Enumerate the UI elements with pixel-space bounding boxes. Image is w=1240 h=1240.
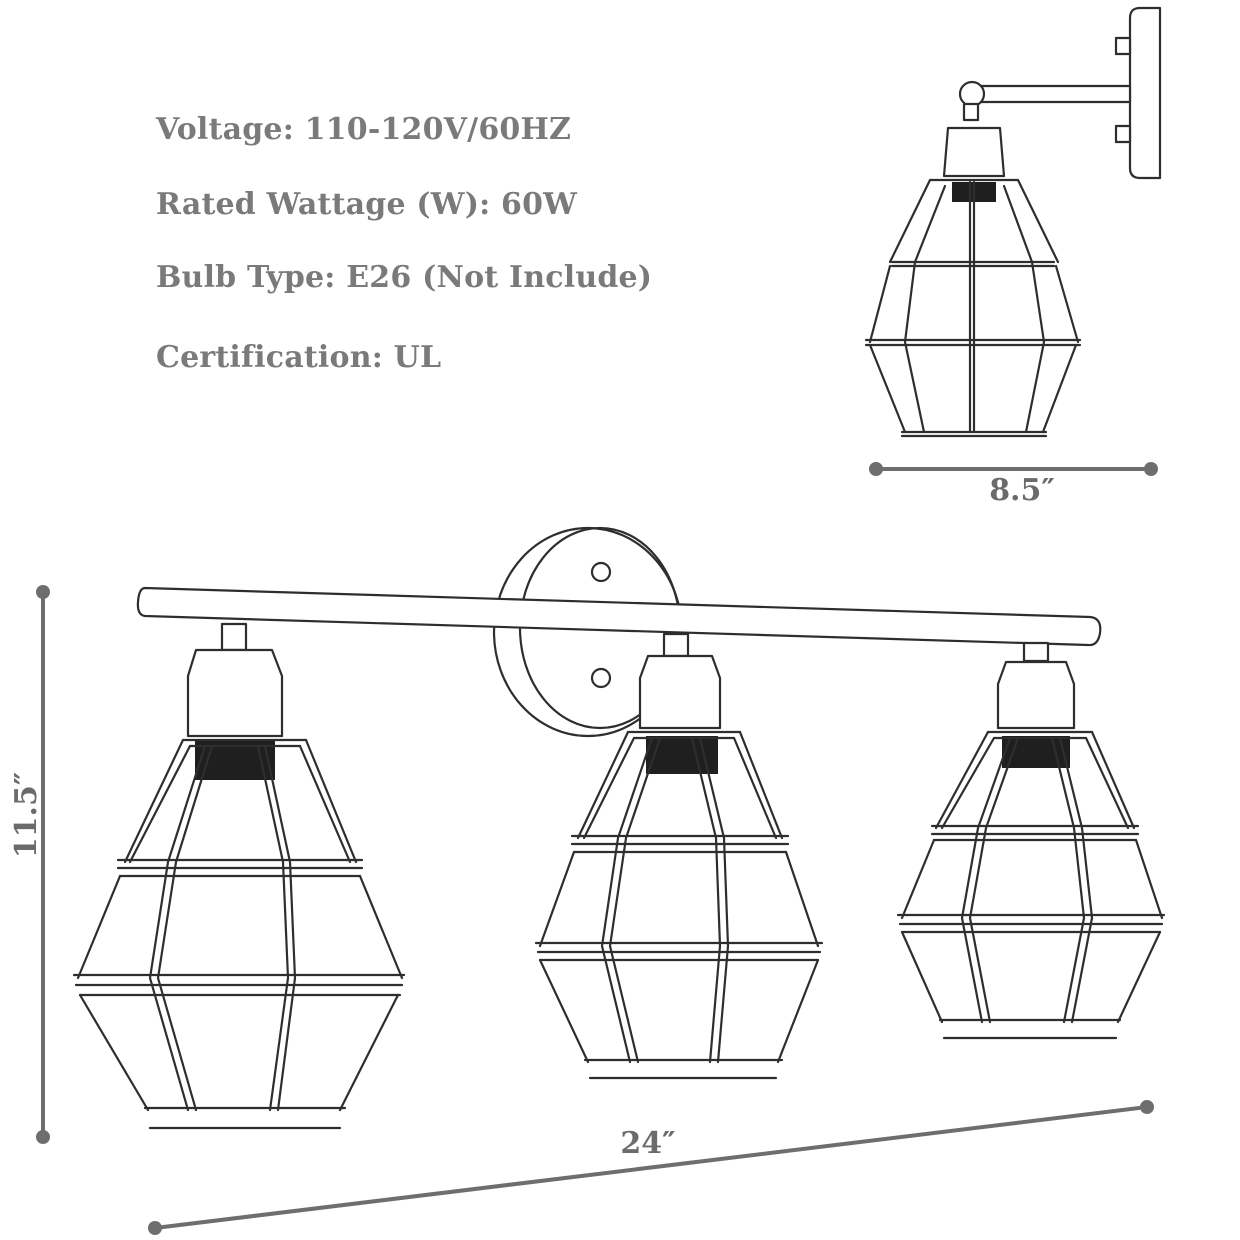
side-view	[864, 6, 1162, 438]
spec-voltage: Voltage: 110-120V/60HZ	[156, 112, 572, 147]
spec-bulb-type: Bulb Type: E26 (Not Include)	[156, 260, 653, 295]
dimension-height-label: 11.5″	[9, 772, 44, 858]
dimension-width-label: 24″	[620, 1126, 675, 1161]
front-view	[72, 526, 1166, 1130]
dimension-depth-label: 8.5″	[989, 473, 1055, 508]
spec-wattage: Rated Wattage (W): 60W	[156, 187, 578, 222]
spec-certification: Certification: UL	[156, 340, 442, 375]
